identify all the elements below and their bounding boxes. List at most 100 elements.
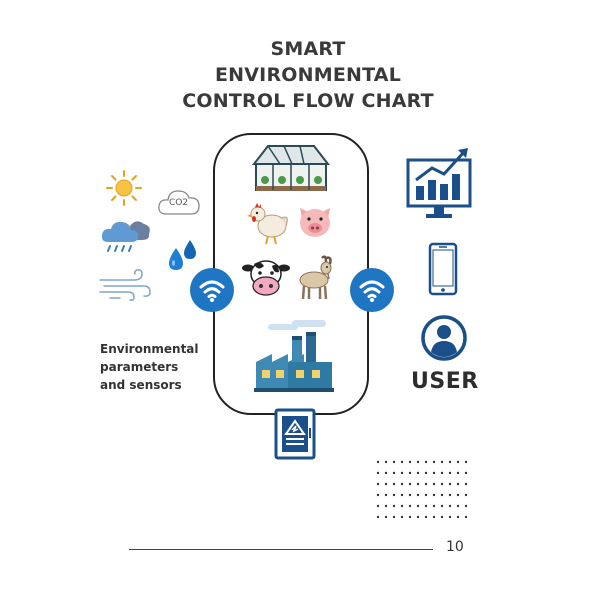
monitor-chart-icon — [406, 148, 472, 218]
water-drops-icon — [169, 240, 196, 270]
user-label: USER — [411, 369, 479, 394]
decor-dot — [432, 493, 436, 497]
decor-dot — [464, 460, 468, 464]
decor-dot — [416, 504, 420, 508]
decor-dot — [384, 482, 388, 486]
decor-dot — [424, 515, 428, 519]
decor-dot — [384, 515, 388, 519]
decor-dot — [456, 460, 460, 464]
decor-dot — [408, 482, 412, 486]
goat-icon — [299, 255, 332, 300]
decor-dot — [376, 471, 380, 475]
cow-icon — [242, 260, 290, 296]
control-panel-icon — [274, 408, 316, 460]
decor-dot — [456, 504, 460, 508]
decor-dot — [408, 504, 412, 508]
pig-icon — [300, 208, 330, 237]
decor-dot — [408, 460, 412, 464]
decor-dot — [384, 504, 388, 508]
sun-icon — [106, 170, 142, 206]
decor-dot — [400, 482, 404, 486]
decor-dot — [432, 504, 436, 508]
decor-dot — [376, 460, 380, 464]
decor-dot — [416, 515, 420, 519]
rain-cloud-icon — [101, 221, 150, 252]
decor-dot — [432, 471, 436, 475]
decor-dot — [464, 504, 468, 508]
decor-dot — [448, 471, 452, 475]
decor-dot — [456, 482, 460, 486]
wind-icon — [99, 269, 151, 301]
decor-dot — [440, 482, 444, 486]
decor-dot — [456, 493, 460, 497]
decor-dot — [448, 493, 452, 497]
decor-dot — [464, 471, 468, 475]
title-line-3: CONTROL FLOW CHART — [182, 90, 434, 112]
smartphone-icon — [428, 242, 458, 296]
sensors-label-line-2: parameters — [100, 360, 179, 374]
wifi-left-icon — [190, 268, 234, 312]
title-line-2: ENVIRONMENTAL — [214, 64, 402, 86]
decor-dot — [424, 504, 428, 508]
sensors-label-line-1: Environmental — [100, 342, 199, 356]
decor-dot — [376, 493, 380, 497]
decor-dot — [376, 515, 380, 519]
page-number: 10 — [446, 539, 464, 555]
decor-dot — [432, 515, 436, 519]
decor-dot — [464, 515, 468, 519]
title-line-1: SMART — [270, 38, 346, 60]
decor-dot — [440, 504, 444, 508]
user-avatar-icon — [421, 315, 467, 361]
co2-cloud-icon: CO2 — [156, 186, 202, 218]
decor-dot — [392, 471, 396, 475]
decor-dot — [448, 504, 452, 508]
wifi-right-icon — [350, 268, 394, 312]
decor-dot — [456, 471, 460, 475]
decor-dot — [440, 515, 444, 519]
decor-dot — [416, 482, 420, 486]
factory-icon — [254, 320, 334, 392]
decor-dot — [392, 515, 396, 519]
decor-dot — [416, 460, 420, 464]
decor-dot — [384, 493, 388, 497]
decor-dot — [392, 493, 396, 497]
decor-dot — [392, 482, 396, 486]
decor-dot — [464, 482, 468, 486]
decor-dot — [416, 493, 420, 497]
decor-dot — [384, 460, 388, 464]
decor-dot — [424, 493, 428, 497]
decor-dot — [448, 515, 452, 519]
decor-dot — [424, 460, 428, 464]
decor-dot — [424, 482, 428, 486]
decor-dot — [408, 493, 412, 497]
decor-dot — [384, 471, 388, 475]
sensors-label-line-3: and sensors — [100, 378, 182, 392]
footer-divider — [129, 549, 433, 550]
decor-dot — [464, 493, 468, 497]
decor-dot — [408, 515, 412, 519]
chart-title: SMART ENVIRONMENTAL CONTROL FLOW CHART — [150, 36, 466, 114]
decor-dot — [456, 515, 460, 519]
decor-dot — [400, 460, 404, 464]
decor-dot — [376, 482, 380, 486]
co2-text: CO2 — [169, 198, 189, 208]
decor-dot — [432, 482, 436, 486]
decor-dot — [392, 504, 396, 508]
decor-dot — [400, 471, 404, 475]
sensors-label: Environmental parameters and sensors — [100, 340, 210, 394]
greenhouse-icon — [251, 145, 331, 191]
decor-dot — [392, 460, 396, 464]
dot-pattern — [376, 460, 468, 519]
chicken-icon — [247, 203, 288, 245]
decor-dot — [432, 460, 436, 464]
decor-dot — [440, 460, 444, 464]
decor-dot — [440, 493, 444, 497]
decor-dot — [400, 504, 404, 508]
decor-dot — [448, 482, 452, 486]
decor-dot — [424, 471, 428, 475]
decor-dot — [400, 493, 404, 497]
decor-dot — [448, 460, 452, 464]
decor-dot — [416, 471, 420, 475]
decor-dot — [408, 471, 412, 475]
decor-dot — [440, 471, 444, 475]
